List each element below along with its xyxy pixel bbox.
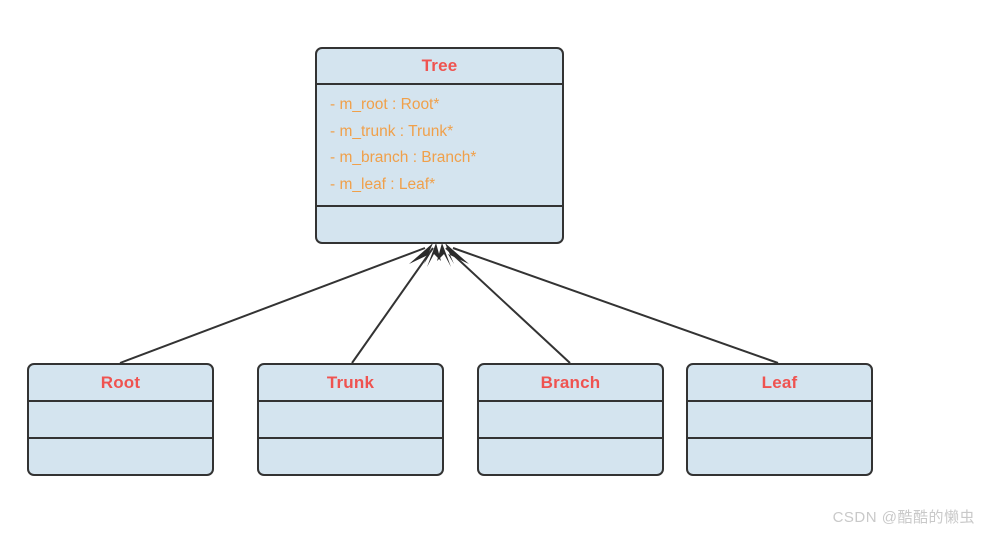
class-operations-leaf	[688, 439, 871, 474]
uml-class-tree[interactable]: Tree - m_root : Root* - m_trunk : Trunk*…	[315, 47, 564, 244]
attribute-m-leaf: - m_leaf : Leaf*	[330, 175, 436, 193]
arrowhead-root	[409, 243, 433, 264]
arrowhead-trunk	[427, 243, 441, 267]
class-operations-tree	[317, 207, 562, 242]
uml-class-root[interactable]: Root	[27, 363, 214, 476]
class-operations-root	[29, 439, 212, 474]
uml-class-leaf[interactable]: Leaf	[686, 363, 873, 476]
edge-trunk-to-tree	[351, 247, 434, 364]
class-title-branch: Branch	[479, 365, 662, 402]
attribute-m-branch: - m_branch : Branch*	[330, 149, 477, 166]
arrowhead-leaf	[445, 243, 469, 264]
uml-class-branch[interactable]: Branch	[477, 363, 664, 476]
class-title-root: Root	[29, 365, 212, 402]
class-attributes-leaf	[688, 402, 871, 439]
class-attributes-branch	[479, 402, 662, 439]
class-title-trunk: Trunk	[259, 365, 442, 402]
class-title-leaf: Leaf	[688, 365, 871, 402]
arrowhead-branch	[437, 243, 451, 267]
uml-class-trunk[interactable]: Trunk	[257, 363, 444, 476]
class-attributes-trunk	[259, 402, 442, 439]
class-title-tree: Tree	[317, 49, 562, 85]
edge-branch-to-tree	[445, 247, 571, 364]
class-attributes-tree: - m_root : Root* - m_trunk : Trunk* - m_…	[317, 85, 562, 207]
attribute-m-root: - m_root : Root*	[330, 96, 440, 113]
csdn-watermark: CSDN @酷酷的懒虫	[832, 509, 975, 526]
edge-leaf-to-tree	[452, 247, 779, 364]
class-operations-trunk	[259, 439, 442, 474]
attribute-m-trunk: - m_trunk : Trunk*	[330, 122, 454, 140]
class-attributes-root	[29, 402, 212, 439]
edge-root-to-tree	[119, 247, 426, 364]
class-operations-branch	[479, 439, 662, 474]
